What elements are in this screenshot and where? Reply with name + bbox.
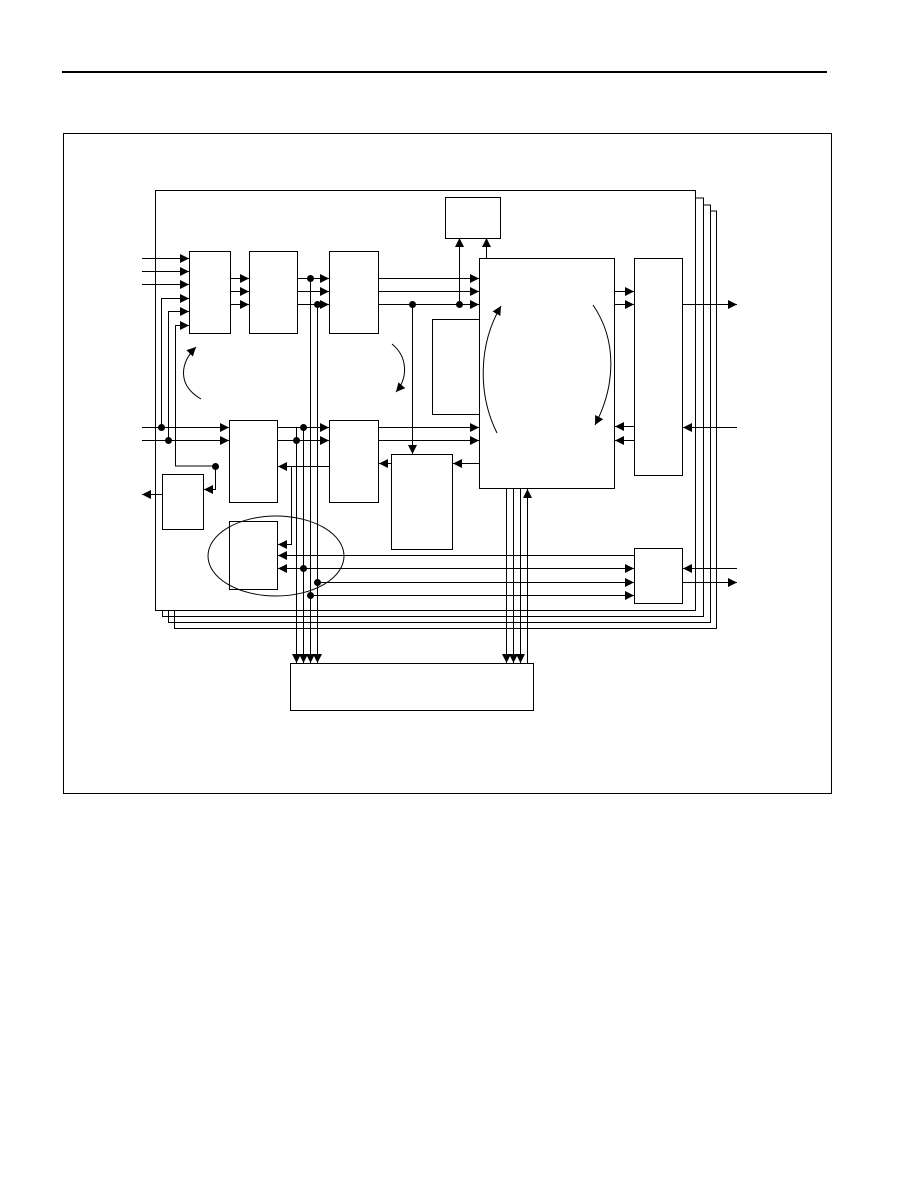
stack-frame-3 <box>168 204 711 623</box>
loop-arrow <box>592 304 612 426</box>
junction-dot <box>165 437 172 444</box>
bottom-bus-block <box>290 663 534 711</box>
core-block <box>479 258 615 489</box>
stage-2 <box>249 251 298 334</box>
wire <box>175 321 216 467</box>
junction-dot <box>456 301 463 308</box>
lower-right <box>634 548 683 604</box>
header-rule <box>62 71 827 73</box>
junction-dot <box>409 301 416 308</box>
highlight-ellipse <box>207 515 345 597</box>
wire <box>278 466 292 549</box>
junction-dot <box>314 579 321 586</box>
figure-frame <box>63 133 832 794</box>
junction-dot <box>293 437 300 444</box>
side-block <box>432 319 480 415</box>
junction-dot <box>300 565 307 572</box>
input-mux <box>189 251 231 334</box>
small-left <box>162 474 204 530</box>
mid-left <box>229 420 278 503</box>
wire <box>204 466 216 494</box>
junction-dot <box>212 463 219 470</box>
wire <box>168 307 189 440</box>
junction-dot <box>314 301 321 308</box>
junction-dot <box>307 275 314 282</box>
junction-dot <box>307 592 314 599</box>
top-box <box>445 197 501 239</box>
loop-arrow <box>391 343 406 393</box>
tall-center <box>391 454 453 550</box>
wire <box>161 294 189 427</box>
loop-arrow <box>183 346 202 400</box>
junction-dot <box>158 424 165 431</box>
stage-3 <box>329 251 379 334</box>
loop-arrow <box>482 305 502 434</box>
junction-dot <box>300 424 307 431</box>
mid-center <box>329 420 379 503</box>
circled-block <box>229 521 278 590</box>
stack-frame-2 <box>162 197 704 617</box>
output-block <box>634 258 683 476</box>
